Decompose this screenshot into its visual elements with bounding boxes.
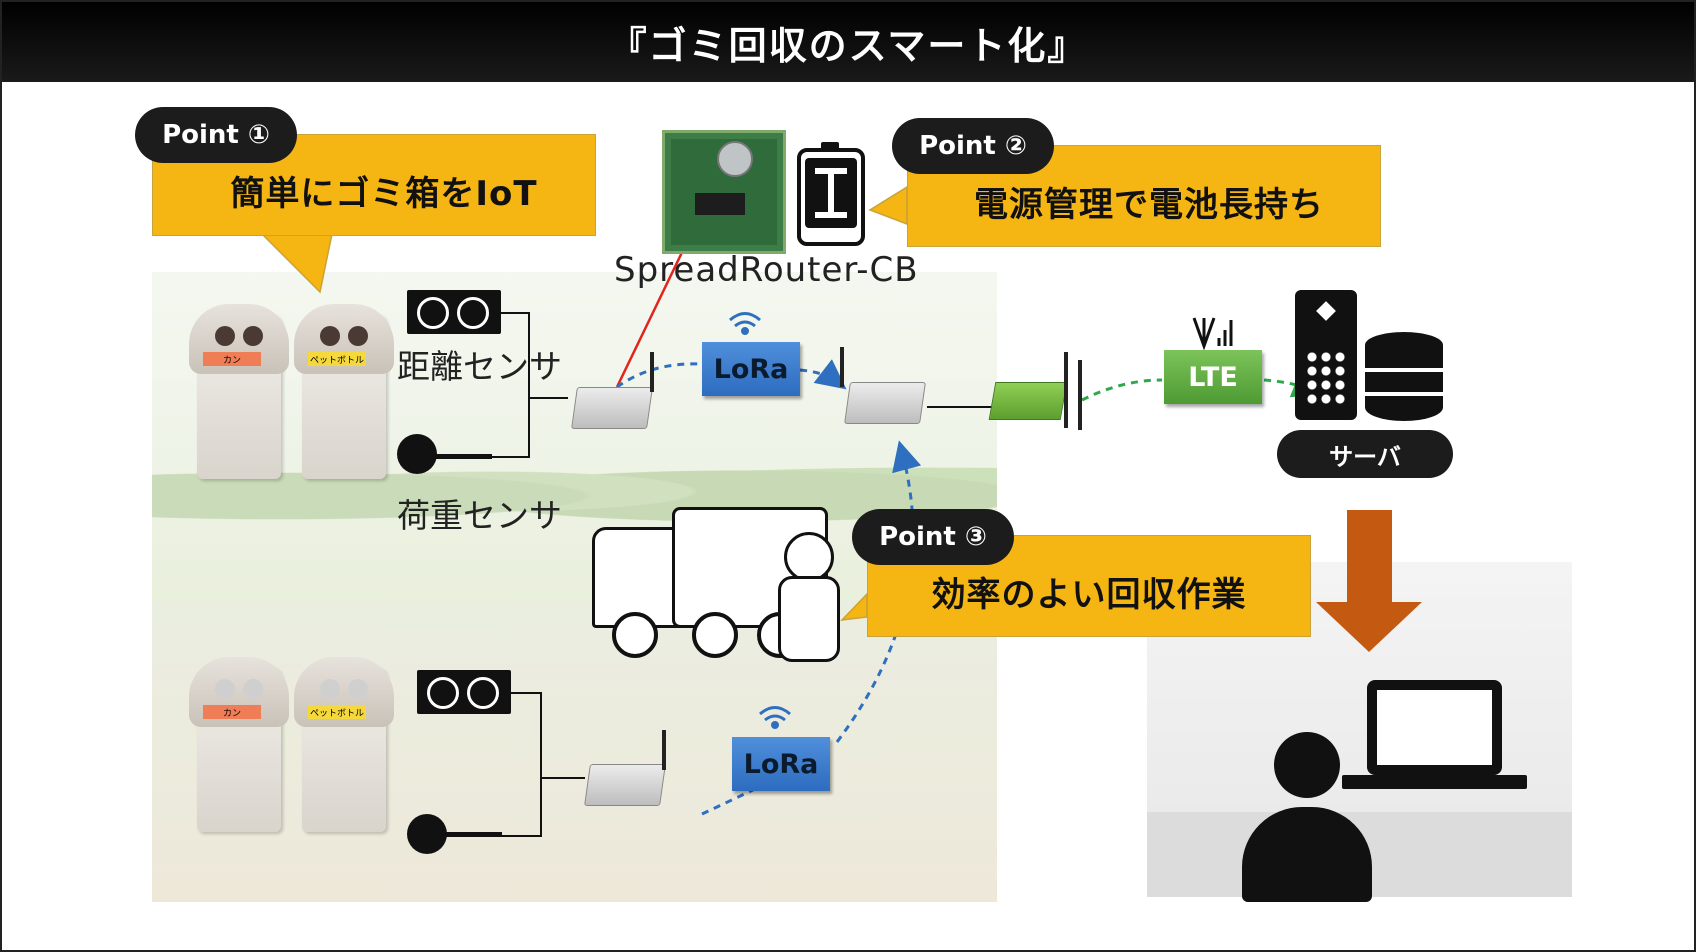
load-sensor-label: 荷重センサ [397, 496, 562, 535]
lora-top-path-2 [799, 359, 847, 390]
router-bin-bottom [584, 764, 666, 806]
server-label: サーバ [1277, 430, 1453, 478]
slide-title: 『ゴミ回収のスマート化』 [2, 2, 1694, 82]
point-2-badge: Point ② [892, 118, 1054, 174]
bin-pet-top: ペットボトル [294, 304, 394, 479]
laptop-icon [1342, 680, 1527, 795]
point-1-badge: Point ① [135, 107, 297, 163]
router-bin-top [571, 387, 653, 429]
router-main [844, 382, 926, 424]
tree-line [152, 442, 997, 532]
callout-3-tail [840, 592, 868, 621]
callout-1-tail [260, 233, 333, 294]
callout-2-tail [868, 185, 908, 226]
router-antenna [840, 347, 844, 387]
point-2-text: 電源管理で電池長持ち [974, 184, 1324, 225]
bin-pet-bottom: ペットボトル [294, 657, 394, 832]
board-link-line [615, 241, 689, 388]
bin-can-tag: カン [203, 352, 261, 366]
wifi-icon-bottom [759, 706, 791, 729]
park-ground [152, 602, 997, 902]
distance-sensor-top [407, 290, 501, 334]
lora-badge-top: LoRa [702, 342, 800, 396]
bin-pet-tag: ペットボトル [308, 352, 366, 366]
point-3-badge: Point ③ [852, 509, 1014, 565]
database-icon [1365, 332, 1443, 424]
lora-top-path [616, 362, 703, 389]
board-chip [695, 193, 745, 215]
person-icon [1242, 732, 1372, 902]
bin-can-tag-bottom: カン [203, 705, 261, 719]
lte-badge: LTE [1164, 350, 1262, 404]
circuit-board [662, 130, 786, 254]
lte-path-1 [1081, 378, 1163, 402]
device-label: SpreadRouter-CB [614, 250, 919, 290]
point-1-text: 簡単にゴミ箱をIoT [230, 173, 538, 214]
server-remote-icon [1295, 290, 1357, 420]
point-3-text: 効率のよい回収作業 [931, 574, 1247, 615]
distance-sensor-bottom [417, 670, 511, 714]
lora-badge-bottom: LoRa [732, 737, 830, 791]
router-antenna [662, 730, 666, 770]
worker-illustration [772, 532, 842, 662]
down-arrow [1316, 510, 1422, 652]
cell-tower-icon [1192, 317, 1233, 351]
distance-sensor-label: 距離センサ [397, 347, 562, 386]
coin-cell [717, 141, 753, 177]
load-sensor-bottom [407, 814, 447, 854]
bin-can-top: カン [189, 304, 289, 479]
wifi-icon-top [729, 312, 761, 335]
load-sensor-top [397, 434, 437, 474]
park-background [152, 272, 997, 902]
battery-icon [797, 142, 865, 246]
bin-can-bottom: カン [189, 657, 289, 832]
lte-gateway [988, 382, 1068, 420]
router-antenna [650, 352, 654, 392]
bin-pet-tag-bottom: ペットボトル [308, 705, 366, 719]
